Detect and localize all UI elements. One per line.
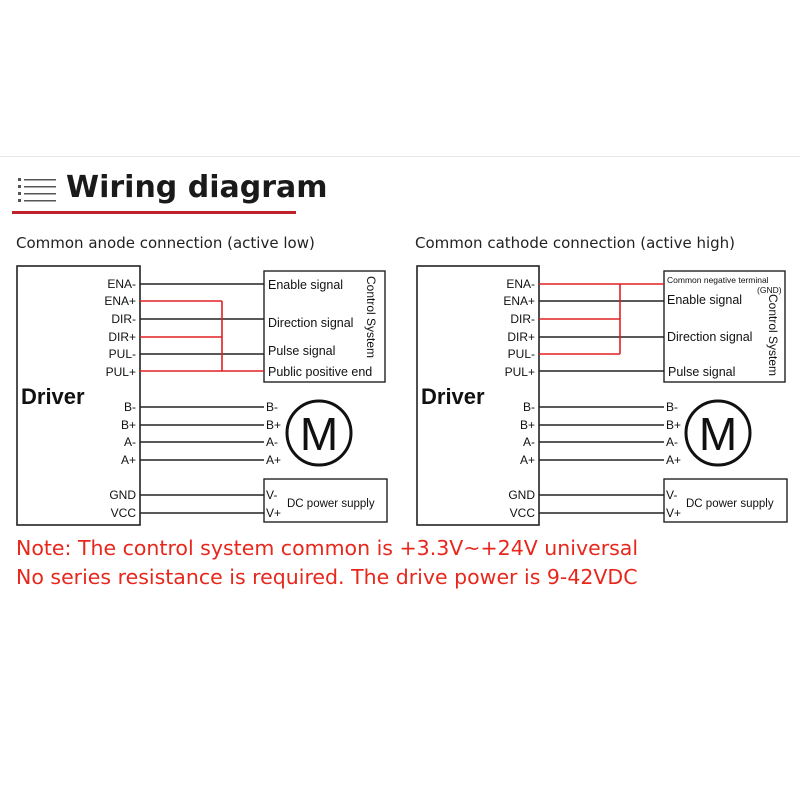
left-motor-b-plus: B+ <box>266 418 281 432</box>
right-common-gnd: (GND) <box>757 285 782 295</box>
left-pin-a-minus: A- <box>124 435 136 449</box>
right-pulse-signal: Pulse signal <box>668 365 735 379</box>
right-power-label: DC power supply <box>686 498 774 510</box>
left-motor-b-minus: B- <box>266 400 278 414</box>
left-pin-dir-minus: DIR- <box>111 312 136 326</box>
right-control-box <box>663 270 786 383</box>
right-enable-signal: Enable signal <box>667 293 742 307</box>
note-line-2: No series resistance is required. The dr… <box>16 565 638 589</box>
left-enable-signal: Enable signal <box>268 278 343 292</box>
right-power-v-plus: V+ <box>666 506 681 520</box>
list-icon <box>18 178 56 202</box>
left-driver-box <box>16 265 141 526</box>
left-control-box <box>263 270 386 383</box>
left-pin-ena-minus: ENA- <box>107 277 136 291</box>
left-direction-signal: Direction signal <box>268 316 353 330</box>
right-heading: Common cathode connection (active high) <box>415 234 736 252</box>
left-pin-pul-minus: PUL- <box>109 347 136 361</box>
left-pin-a-plus: A+ <box>121 453 136 467</box>
left-pin-vcc: VCC <box>111 506 137 520</box>
right-motor-a-plus: A+ <box>666 453 681 467</box>
right-pin-gnd: GND <box>508 488 535 502</box>
right-motor-symbol <box>684 399 752 467</box>
left-motor-a-plus: A+ <box>266 453 281 467</box>
left-power-label: DC power supply <box>287 498 375 510</box>
left-motor-a-minus: A- <box>266 435 278 449</box>
left-pin-pul-plus: PUL+ <box>106 365 136 379</box>
right-power-v-minus: V- <box>666 488 677 502</box>
right-pin-ena-minus: ENA- <box>506 277 535 291</box>
left-power-box <box>263 478 388 523</box>
note-line-1: Note: The control system common is +3.3V… <box>16 536 639 560</box>
right-pin-ena-plus: ENA+ <box>503 294 535 308</box>
right-driver-box <box>416 265 540 526</box>
left-power-v-plus: V+ <box>266 506 281 520</box>
right-pin-a-minus: A- <box>523 435 535 449</box>
title-rule <box>0 156 800 157</box>
left-pin-ena-plus: ENA+ <box>104 294 136 308</box>
right-pin-vcc: VCC <box>510 506 536 520</box>
left-pulse-signal: Pulse signal <box>268 344 335 358</box>
left-power-v-minus: V- <box>266 488 277 502</box>
left-pin-gnd: GND <box>109 488 136 502</box>
right-pin-pul-minus: PUL- <box>508 347 535 361</box>
right-pin-dir-plus: DIR+ <box>507 330 535 344</box>
left-public-positive: Public positive end <box>268 365 372 379</box>
right-pin-b-minus: B- <box>523 400 535 414</box>
right-common-negative: Common negative terminal <box>667 275 769 285</box>
right-pin-a-plus: A+ <box>520 453 535 467</box>
left-motor-letter: M <box>300 408 338 460</box>
right-motor-a-minus: A- <box>666 435 678 449</box>
right-diagram: Driver ENA- ENA+ DIR- DIR+ PUL- PUL+ B- … <box>416 265 788 526</box>
left-diagram: Driver ENA- ENA+ DIR- DIR+ PUL- PUL+ B- … <box>16 265 388 526</box>
left-pin-b-plus: B+ <box>121 418 136 432</box>
right-motor-letter: M <box>699 408 737 460</box>
right-pin-pul-plus: PUL+ <box>505 365 535 379</box>
right-control-title: Control System <box>766 294 780 376</box>
left-control-title: Control System <box>364 276 378 358</box>
right-power-box <box>663 478 788 523</box>
right-driver-label: Driver <box>421 384 485 409</box>
left-motor-symbol <box>285 399 353 467</box>
right-direction-signal: Direction signal <box>667 330 752 344</box>
right-pin-dir-minus: DIR- <box>510 312 535 326</box>
left-heading: Common anode connection (active low) <box>16 234 315 252</box>
right-pin-b-plus: B+ <box>520 418 535 432</box>
left-pin-dir-plus: DIR+ <box>108 330 136 344</box>
title-underline <box>12 211 296 214</box>
right-motor-b-plus: B+ <box>666 418 681 432</box>
page-title: Wiring diagram <box>66 170 328 205</box>
right-motor-b-minus: B- <box>666 400 678 414</box>
left-driver-label: Driver <box>21 384 85 409</box>
left-pin-b-minus: B- <box>124 400 136 414</box>
